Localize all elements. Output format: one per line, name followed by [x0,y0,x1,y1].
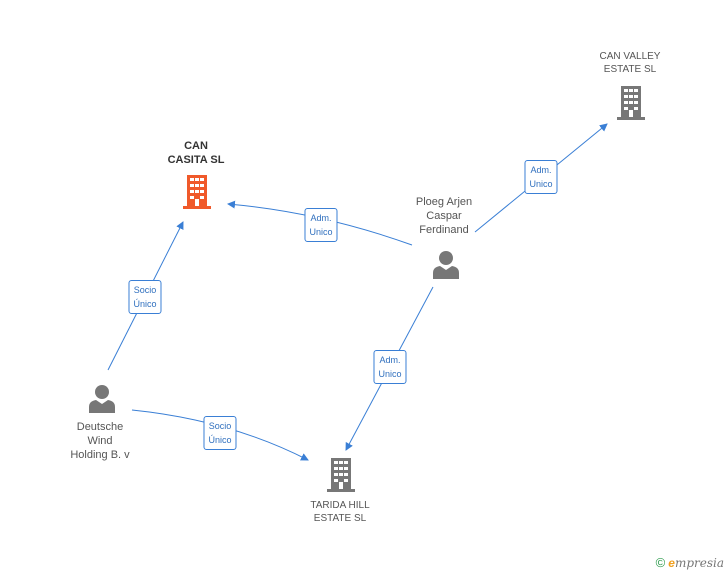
edge-label-line: Socio [208,421,232,431]
edge-label-line: Socio [133,285,157,295]
building-icon[interactable] [181,175,213,209]
node-label-line: CAN VALLEY [599,51,661,62]
node-label-line: CASITA SL [167,154,225,166]
building-icon[interactable] [615,86,647,120]
person-icon[interactable] [87,383,117,413]
node-label-can-casita[interactable]: CAN CASITA SL [168,139,225,167]
footer-brand: ©empresia [656,555,724,570]
node-label-line: Caspar [426,210,462,222]
person-icon[interactable] [431,249,461,279]
edge-label-line: Unico [309,227,333,237]
node-label-line: CAN [184,140,208,152]
node-label-line: Deutsche [76,421,124,433]
edge-label-line: Adm. [310,213,332,223]
node-label-line: Ferdinand [419,224,469,236]
node-label-ploeg[interactable]: Ploeg Arjen Caspar Ferdinand [416,195,472,237]
node-label-line: Wind [87,435,113,447]
edge-label-line: Único [208,435,232,445]
edge-label-deutsche-tarida: Socio Único [203,416,237,450]
node-label-can-valley[interactable]: CAN VALLEY ESTATE SL [600,50,661,76]
node-label-line: TARIDA HILL [310,500,370,511]
copyright-symbol: © [655,555,666,570]
edge-label-ploeg-casita: Adm. Unico [304,208,338,242]
node-label-tarida-hill[interactable]: TARIDA HILL ESTATE SL [310,499,369,525]
edge-label-ploeg-tarida: Adm. Unico [373,350,407,384]
node-label-line: ESTATE SL [603,64,657,75]
edge-label-deutsche-casita: Socio Único [128,280,162,314]
edge-label-ploeg-valley: Adm. Unico [524,160,558,194]
node-label-deutsche[interactable]: Deutsche Wind Holding B. v [70,420,129,462]
node-label-line: Holding B. v [70,449,130,461]
edge-label-line: Unico [529,179,553,189]
brand-logo-text: mpresia [674,556,724,570]
building-icon[interactable] [325,458,357,492]
node-label-line: Ploeg Arjen [415,196,473,208]
edge-label-line: Unico [378,369,402,379]
brand-logo-initial: e [668,556,675,570]
edge-label-line: Adm. [530,165,552,175]
edge-label-line: Único [133,299,157,309]
node-label-line: ESTATE SL [313,513,367,524]
edge-label-line: Adm. [379,355,401,365]
